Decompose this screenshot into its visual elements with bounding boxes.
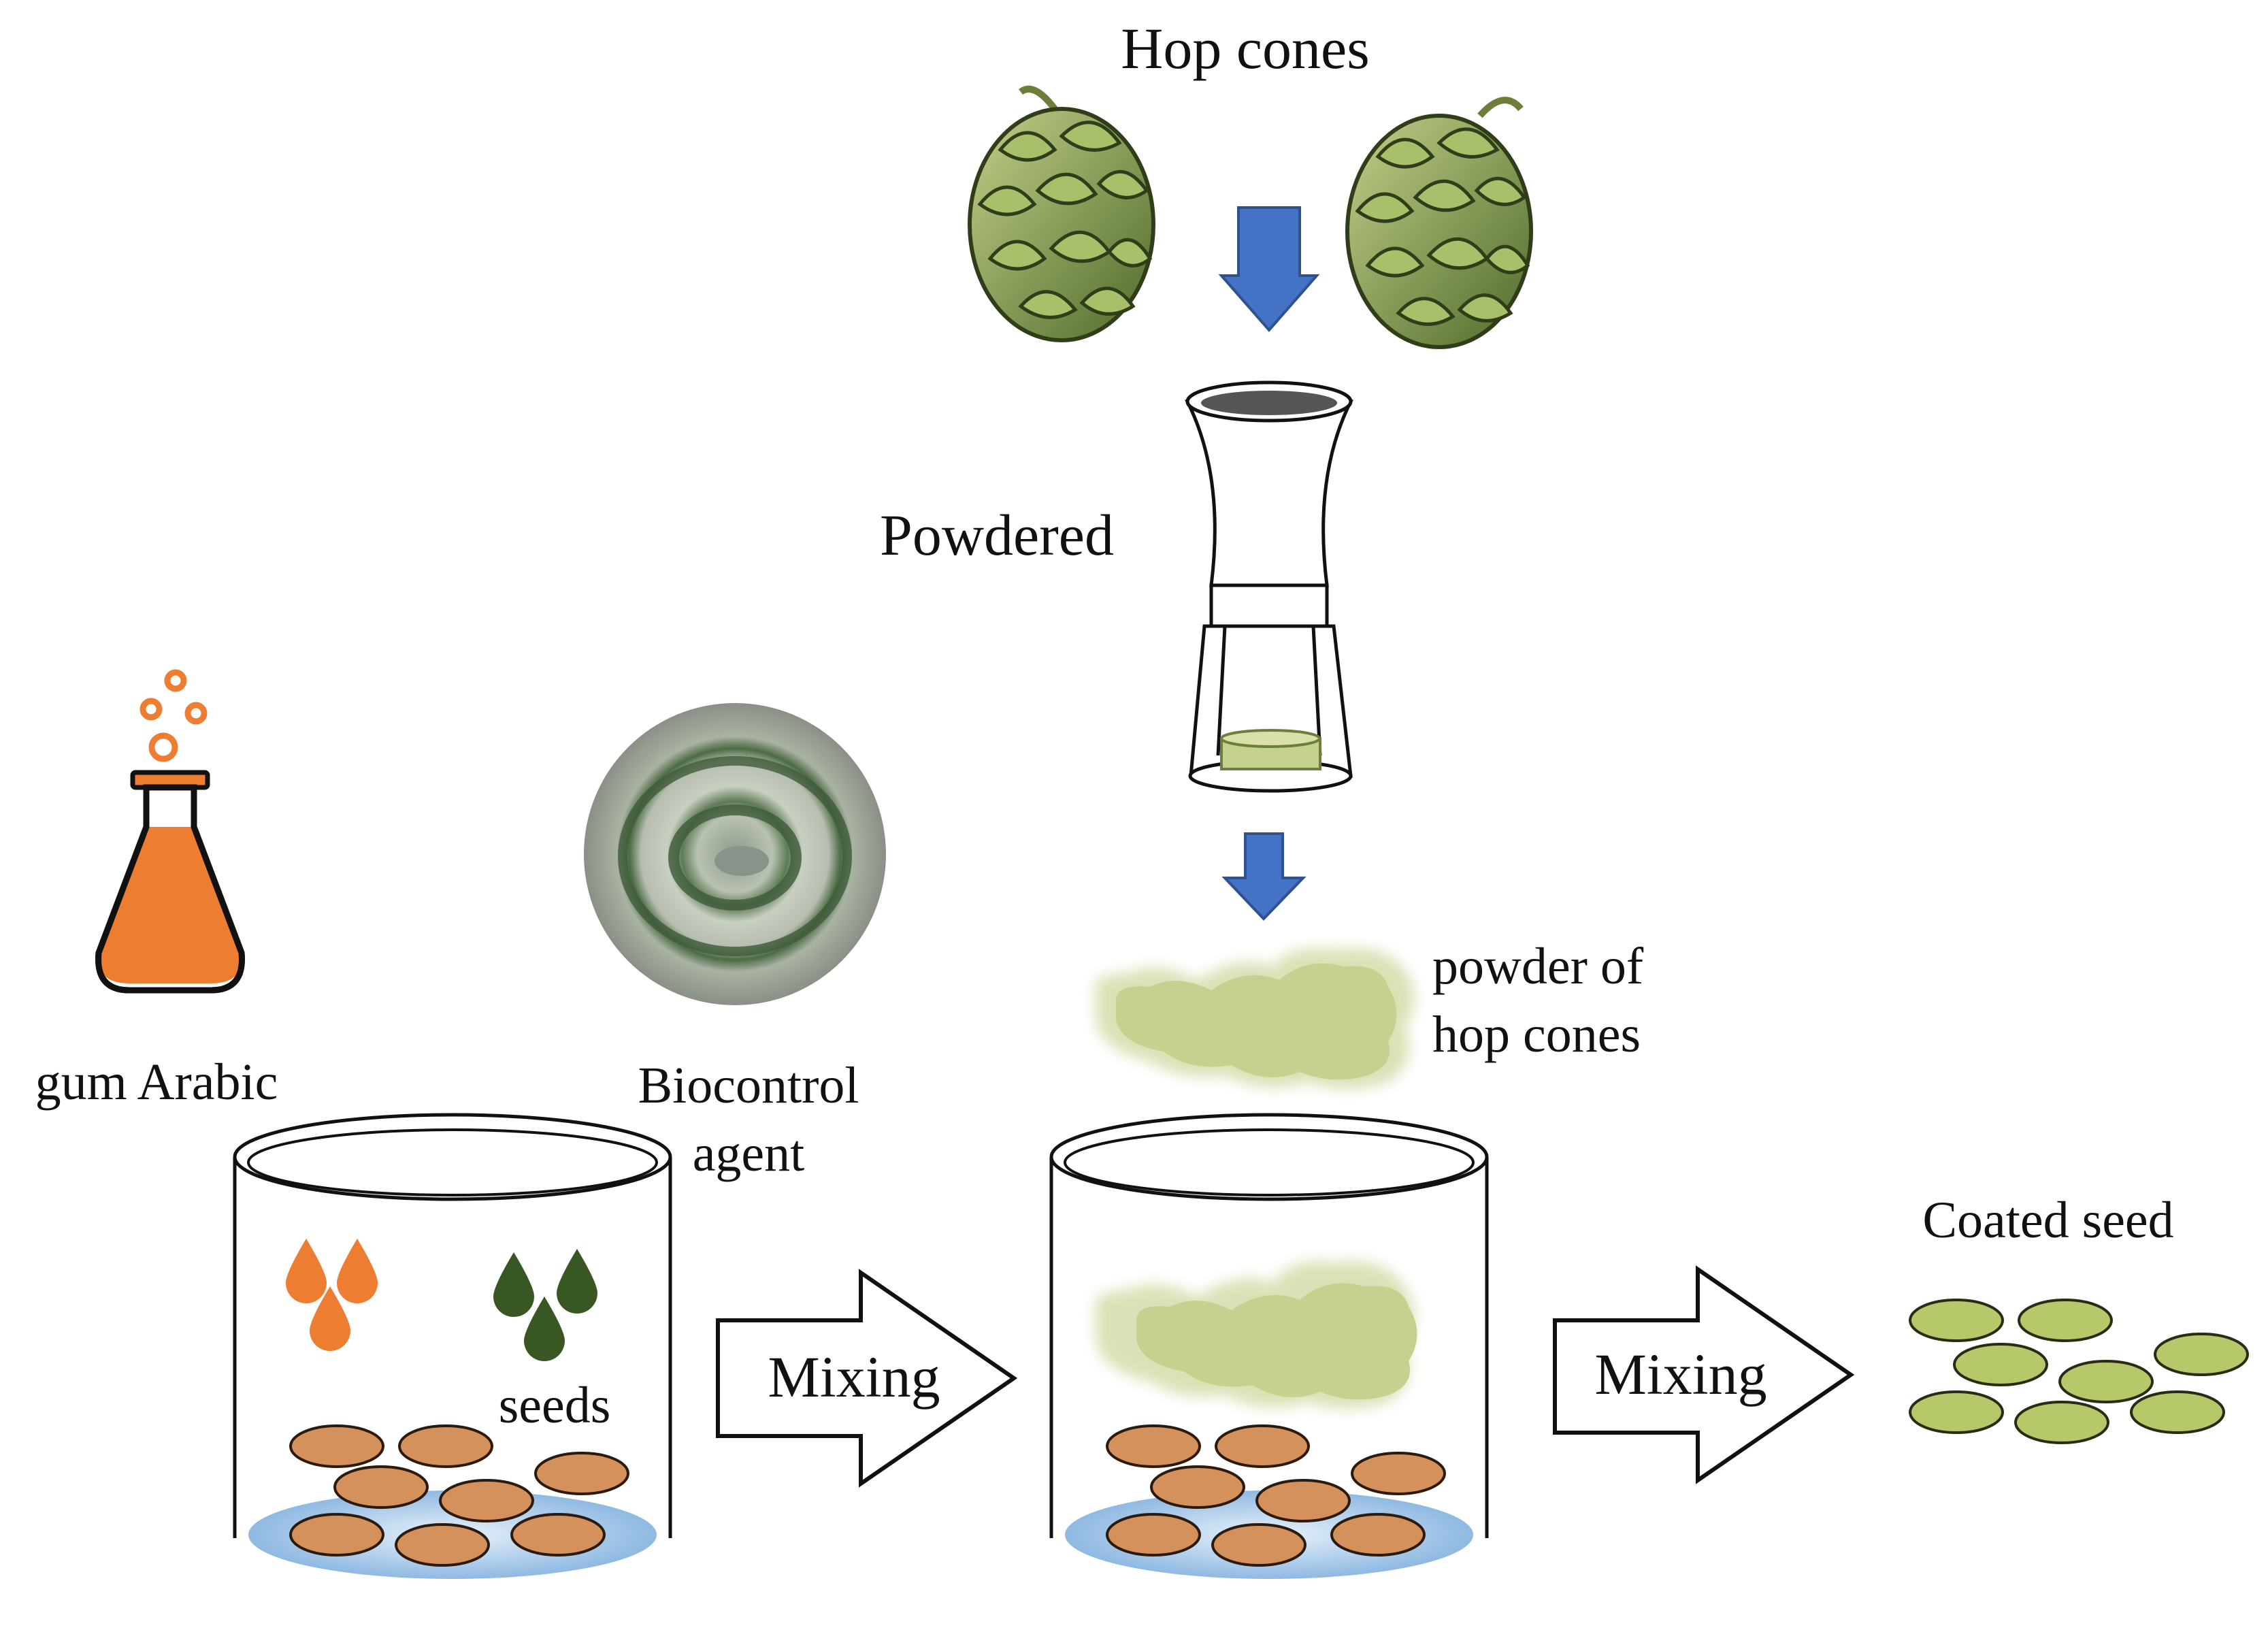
coated-seed [2058, 1360, 2154, 1403]
seed [534, 1452, 629, 1495]
seeds-middle [1106, 1424, 1446, 1567]
powder-label-line2: hop cones [1432, 1006, 1641, 1063]
coated-seed [2154, 1333, 2249, 1376]
coated-seed [1909, 1299, 2004, 1342]
mixing-label-2: Mixing [1594, 1341, 1766, 1407]
gum-drops-icon [286, 1239, 378, 1351]
seed [289, 1424, 384, 1468]
coated-seed-label: Coated seed [1922, 1192, 2173, 1249]
petri-dish-biocontrol [584, 703, 886, 1005]
biocontrol-label-line2: agent [693, 1125, 805, 1182]
seed [1255, 1479, 1351, 1522]
seed [1106, 1424, 1201, 1468]
seed [1106, 1513, 1201, 1556]
coated-seed [1953, 1343, 2048, 1386]
seed [1215, 1424, 1310, 1468]
down-arrow-icon-2 [1221, 832, 1306, 921]
hop-cones-title: Hop cones [1121, 16, 1369, 81]
seed [1150, 1465, 1245, 1509]
mixing-arrow-1: Mixing [716, 1269, 1018, 1488]
hop-powder-cloud [1094, 947, 1415, 1089]
powder-label-line1: powder of [1432, 938, 1644, 995]
down-arrow-icon-1 [1218, 206, 1320, 333]
seed [395, 1523, 490, 1567]
hop-cone-icon-left [968, 86, 1155, 342]
coated-seeds [1909, 1299, 2249, 1444]
agent-drops-icon [493, 1249, 597, 1361]
seed [398, 1424, 493, 1468]
grinder-icon [1184, 380, 1354, 793]
powdered-label: Powdered [880, 502, 1114, 568]
seed [510, 1513, 606, 1556]
mixing-label-1: Mixing [768, 1344, 940, 1409]
gum-arabic-label: gum Arabic [35, 1054, 278, 1111]
coated-seed [2018, 1299, 2113, 1342]
hop-powder-in-beaker [1094, 1261, 1417, 1409]
mixing-arrow-2: Mixing [1553, 1265, 1855, 1484]
coated-seed [1909, 1390, 2004, 1434]
flask-icon [95, 669, 245, 994]
seed [1211, 1523, 1306, 1567]
coated-seed [2014, 1401, 2109, 1444]
seeds-label: seeds [499, 1377, 611, 1434]
seed [439, 1479, 534, 1522]
seed [1330, 1513, 1426, 1556]
coated-seed [2130, 1390, 2225, 1434]
seed [1351, 1452, 1446, 1495]
biocontrol-label-line1: Biocontrol [638, 1057, 859, 1114]
seed [289, 1513, 384, 1556]
seed [333, 1465, 429, 1509]
hop-cone-icon-right [1345, 97, 1533, 349]
seeds-left [289, 1424, 629, 1567]
